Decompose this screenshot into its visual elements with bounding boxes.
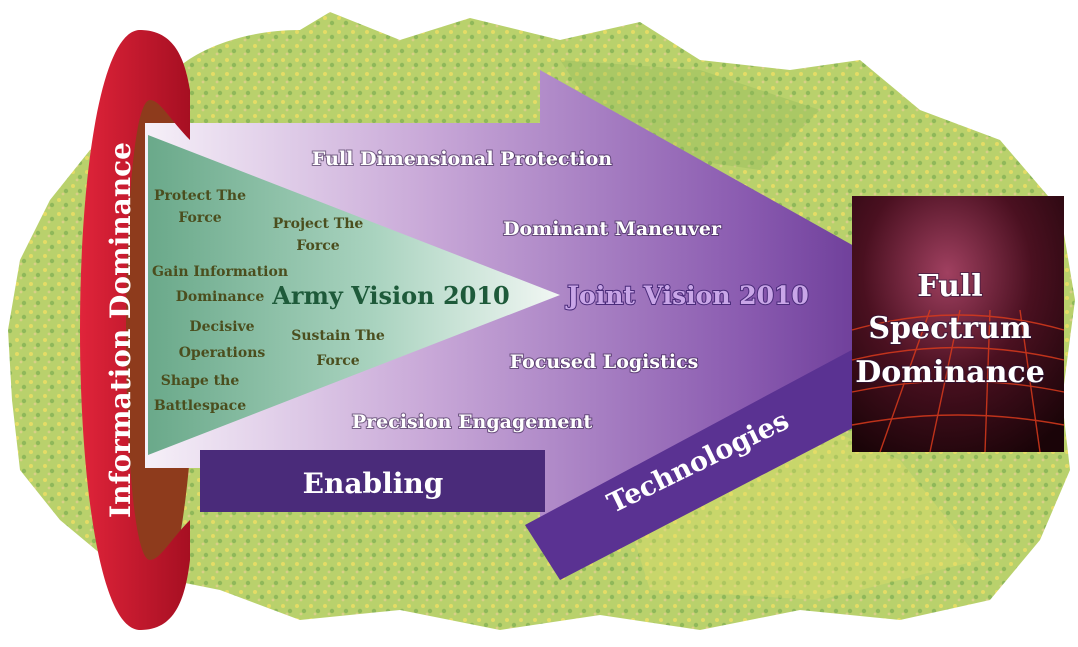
outcome-grid — [851, 309, 1065, 453]
army-vision-triangle — [148, 135, 560, 455]
pattern-gain-information-dominance: Gain Information Dominance — [152, 264, 288, 305]
svg-text:Gain Information: Gain Information — [152, 264, 288, 280]
svg-text:Dominance: Dominance — [176, 289, 265, 305]
outcome-line-1: Full — [917, 269, 982, 304]
concept-focused-logistics: Focused Logistics — [510, 351, 699, 373]
svg-text:Operations: Operations — [179, 345, 266, 361]
outcome-box — [852, 196, 1064, 452]
pattern-sustain-the-force: Sustain The Force — [291, 328, 385, 369]
concept-full-dimensional-protection: Full Dimensional Protection — [312, 148, 612, 170]
svg-text:Force: Force — [178, 210, 221, 226]
pattern-protect-the-force: Protect The Force — [154, 188, 246, 226]
ring-front — [80, 30, 190, 630]
enabling-band — [200, 450, 545, 512]
joint-vision-arrow — [145, 70, 945, 532]
concept-precision-engagement: Precision Engagement — [352, 411, 592, 433]
svg-text:Force: Force — [296, 238, 339, 254]
svg-text:Sustain The: Sustain The — [291, 328, 385, 344]
joint-vision-title: Joint Vision 2010 — [565, 281, 809, 310]
svg-text:Project The: Project The — [273, 216, 364, 232]
svg-text:Decisive: Decisive — [189, 319, 254, 335]
ring-label: Information Dominance — [104, 142, 137, 518]
enabling-label: Enabling — [303, 467, 444, 500]
svg-text:Battlespace: Battlespace — [154, 398, 246, 414]
pattern-project-the-force: Project The Force — [273, 216, 364, 254]
outcome-line-3: Dominance — [855, 355, 1045, 390]
technologies-band — [525, 300, 945, 580]
svg-text:Force: Force — [316, 353, 359, 369]
concept-dominant-maneuver: Dominant Maneuver — [503, 218, 722, 240]
army-vision-title: Army Vision 2010 — [271, 281, 510, 310]
pattern-decisive-operations: Decisive Operations — [179, 319, 266, 361]
pattern-shape-the-battlespace: Shape the Battlespace — [154, 373, 246, 414]
svg-text:Shape the: Shape the — [161, 373, 240, 389]
outcome-line-2: Spectrum — [868, 311, 1031, 346]
svg-text:Protect The: Protect The — [154, 188, 246, 204]
